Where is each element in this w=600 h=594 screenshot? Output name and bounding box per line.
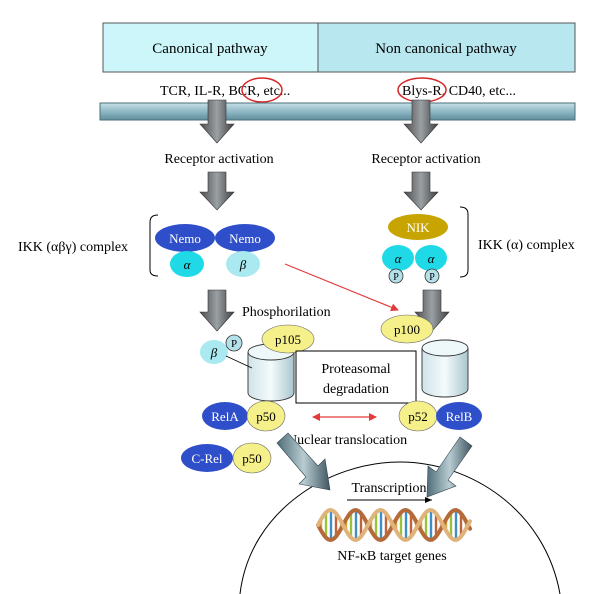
bcr-highlight-circle — [241, 77, 283, 103]
crel-protein — [181, 444, 233, 472]
ikk-alpha-canonical-label: α — [184, 257, 192, 272]
free-beta-label: β — [210, 345, 218, 360]
ikk-canonical-bracket — [149, 214, 159, 277]
p50-label-b: p50 — [242, 451, 262, 466]
nemo-left-label: Nemo — [169, 231, 201, 246]
ikk-noncanonical-label: IKK (α) complex — [478, 238, 575, 253]
noncanonical-header-label: Non canonical pathway — [375, 41, 517, 57]
cell-membrane — [99, 102, 576, 121]
p100-protein — [380, 314, 434, 344]
arrow-nucleus-left — [276, 432, 331, 491]
ikk-alpha-left-label: α — [395, 251, 403, 266]
relb-protein — [436, 402, 482, 430]
ikk-alpha-right-label: α — [428, 251, 436, 266]
nuclear-translocation-label: Nuclear translocation — [287, 433, 407, 448]
canonical-activation-label: Receptor activation — [164, 152, 273, 167]
noncanonical-header-box — [317, 22, 576, 73]
arrow-activation-right — [403, 171, 439, 211]
proteasome-right — [421, 339, 469, 398]
ikk-noncanonical-bracket — [459, 206, 469, 278]
canonical-header-label: Canonical pathway — [152, 41, 268, 57]
crel-label: C-Rel — [191, 451, 222, 466]
nik-label: NIK — [406, 220, 430, 235]
canonical-header-box — [102, 22, 319, 73]
proteasomal-degradation-box — [295, 350, 417, 404]
free-beta — [200, 340, 228, 364]
nik-protein — [388, 214, 448, 240]
ikk-alpha-left-noncanonical — [382, 245, 414, 271]
degradation-line1: Proteasomal — [321, 362, 390, 377]
arrow-activation-left — [199, 171, 235, 211]
arrow-receptor-right — [403, 99, 439, 144]
phosphorilation-label: Phosphorilation — [242, 305, 331, 320]
p100-label: p100 — [394, 322, 420, 337]
nemo-left — [155, 224, 215, 252]
ikk-canonical-label: IKK (αβγ) complex — [18, 240, 128, 255]
proteasome-left — [247, 343, 295, 402]
canonical-receptors: TCR, IL-R, BCR, etc... — [160, 84, 290, 99]
phospho-right-noncanonical — [424, 268, 440, 284]
beta-connector — [225, 355, 253, 369]
nemo-right-label: Nemo — [229, 231, 261, 246]
p50-protein-b — [232, 442, 272, 474]
p105-label: p105 — [275, 332, 301, 347]
dna-strand-b — [316, 507, 472, 543]
free-phospho-label: P — [231, 338, 237, 350]
relb-label: RelB — [446, 409, 473, 424]
rela-label: RelA — [211, 409, 239, 424]
degradation-line2: degradation — [323, 382, 389, 397]
p50-label-a: p50 — [256, 409, 276, 424]
red-crosstalk-arrow — [284, 263, 399, 312]
ikk-beta-canonical — [226, 251, 260, 277]
arrow-nucleus-right — [426, 436, 473, 498]
arrow-receptor-left — [199, 99, 235, 144]
ikk-beta-canonical-label: β — [239, 257, 247, 272]
free-phospho — [225, 334, 243, 352]
phospho-left-noncanonical — [388, 268, 404, 284]
nemo-right — [215, 224, 275, 252]
phospho-right-label: P — [429, 272, 435, 283]
pathway-header: Canonical pathway Non canonical pathway — [102, 22, 576, 73]
p50-protein-a — [246, 400, 286, 432]
ikk-alpha-right-noncanonical — [415, 245, 447, 271]
ikk-alpha-canonical — [170, 251, 204, 277]
rela-protein — [202, 402, 248, 430]
noncanonical-receptors: Blys-R, CD40, etc... — [402, 84, 516, 99]
p52-label: p52 — [408, 409, 428, 424]
p105-protein — [261, 324, 315, 354]
phospho-left-label: P — [393, 272, 399, 283]
dna-helix — [316, 507, 472, 543]
arrow-phospho-left — [199, 289, 235, 332]
transcription-label: Transcription — [352, 481, 427, 496]
target-genes-label: NF-κB target genes — [337, 549, 446, 564]
noncanonical-activation-label: Receptor activation — [371, 152, 480, 167]
